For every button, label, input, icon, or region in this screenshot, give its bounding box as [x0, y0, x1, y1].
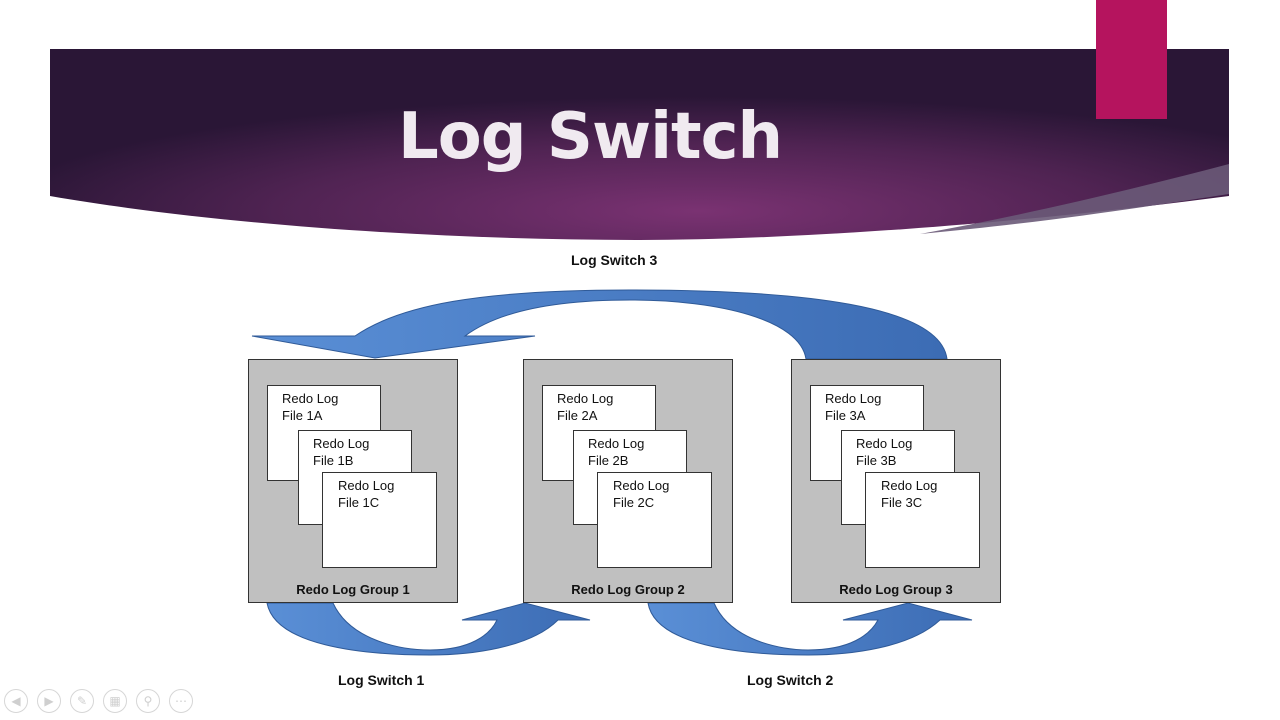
arrow-switch-2	[647, 602, 973, 656]
label-log-switch-3: Log Switch 3	[571, 252, 658, 268]
group-label: Redo Log Group 2	[571, 582, 685, 597]
title-banner	[50, 49, 1229, 240]
arrow-switch-3	[251, 289, 948, 360]
group-label: Redo Log Group 3	[839, 582, 953, 597]
next-icon[interactable]: ▶	[37, 689, 61, 713]
arrow-switch-1	[266, 602, 591, 656]
pen-icon[interactable]: ✎	[70, 689, 94, 713]
label-log-switch-2: Log Switch 2	[747, 672, 834, 688]
zoom-icon[interactable]: ⚲	[136, 689, 160, 713]
group-label: Redo Log Group 1	[296, 582, 410, 597]
slideshow-controls: ◀ ▶ ✎ ▦ ⚲ ⋯	[4, 689, 193, 713]
label-log-switch-1: Log Switch 1	[338, 672, 425, 688]
slides-icon[interactable]: ▦	[103, 689, 127, 713]
accent-bar	[1096, 0, 1167, 119]
more-icon[interactable]: ⋯	[169, 689, 193, 713]
slide-title: Log Switch	[398, 100, 783, 174]
prev-icon[interactable]: ◀	[4, 689, 28, 713]
